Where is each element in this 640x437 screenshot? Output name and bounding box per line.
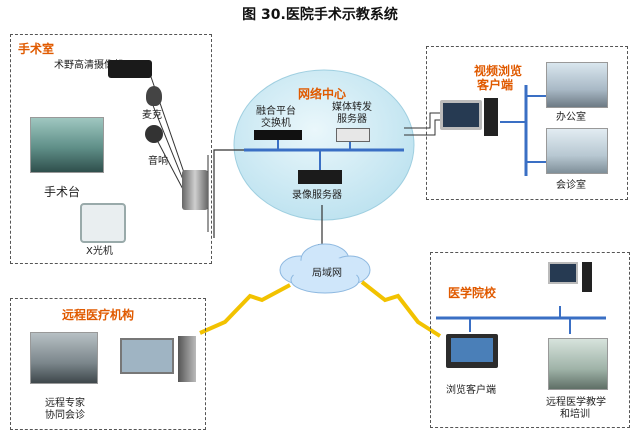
consult-room-label: 会诊室 [556,180,586,191]
media-server-label-1: 媒体转发 [332,102,372,113]
browse-client-label: 浏览客户端 [446,385,496,396]
recorder-server-label: 录像服务器 [292,190,342,201]
medical-school-zone [430,252,630,428]
table-label: 手术台 [44,185,81,199]
speaker-icon [145,125,163,143]
xray-label: X光机 [86,246,113,257]
switch-label-2: 交换机 [261,118,291,129]
switch-icon [254,130,302,140]
teaching-label-1: 远程医学教学 [546,397,606,408]
switch-label-1: 融合平台 [256,106,296,117]
consult-room-photo [546,128,608,174]
remote-expert-photo [30,332,98,384]
network-center-title: 网络中心 [298,87,347,101]
lightning-left [199,283,291,335]
office-photo [546,62,608,108]
lan-cloud [279,243,371,294]
mic-icon [146,86,162,106]
lightning-right [360,280,442,338]
remote-label-2: 协同会诊 [45,410,85,421]
diagram-title: 图 30.医院手术示教系统 [242,7,398,23]
remote-hospital-title: 远程医疗机构 [62,308,135,322]
remote-hospital-zone [10,298,206,430]
camera-label: 术野高清摄像机 [54,60,124,71]
video-clients-title-1: 视频浏览 [474,64,523,78]
client-computer-icon [440,100,482,130]
mic-label: 麦克 [142,110,162,121]
video-clients-zone [426,46,628,200]
laptop-screen [451,338,493,362]
school-tower-icon [582,262,592,292]
remote-label-1: 远程专家 [45,398,85,409]
codec-device-icon [182,170,208,210]
xray-icon [80,203,126,243]
medical-school-title: 医学院校 [448,286,497,300]
network-center-sphere [233,69,415,221]
school-computer-icon [548,262,578,284]
or-wire [213,149,244,238]
teaching-photo [548,338,608,390]
recorder-server-icon [298,170,342,184]
operating-room-title: 手术室 [18,42,55,56]
media-server-icon [336,128,370,142]
operating-table-photo [30,117,104,173]
speaker-label: 音响 [148,156,168,167]
media-server-label-2: 服务器 [337,114,367,125]
video-clients-title-2: 客户端 [477,78,514,92]
client-tower-icon [484,98,498,136]
camera-icon [108,60,152,78]
teaching-label-2: 和培训 [560,409,590,420]
remote-monitor-icon [120,338,174,374]
lan-label: 局域网 [312,268,342,279]
remote-display-icon [178,336,196,382]
office-label: 办公室 [556,112,586,123]
operating-room-zone [10,34,212,264]
